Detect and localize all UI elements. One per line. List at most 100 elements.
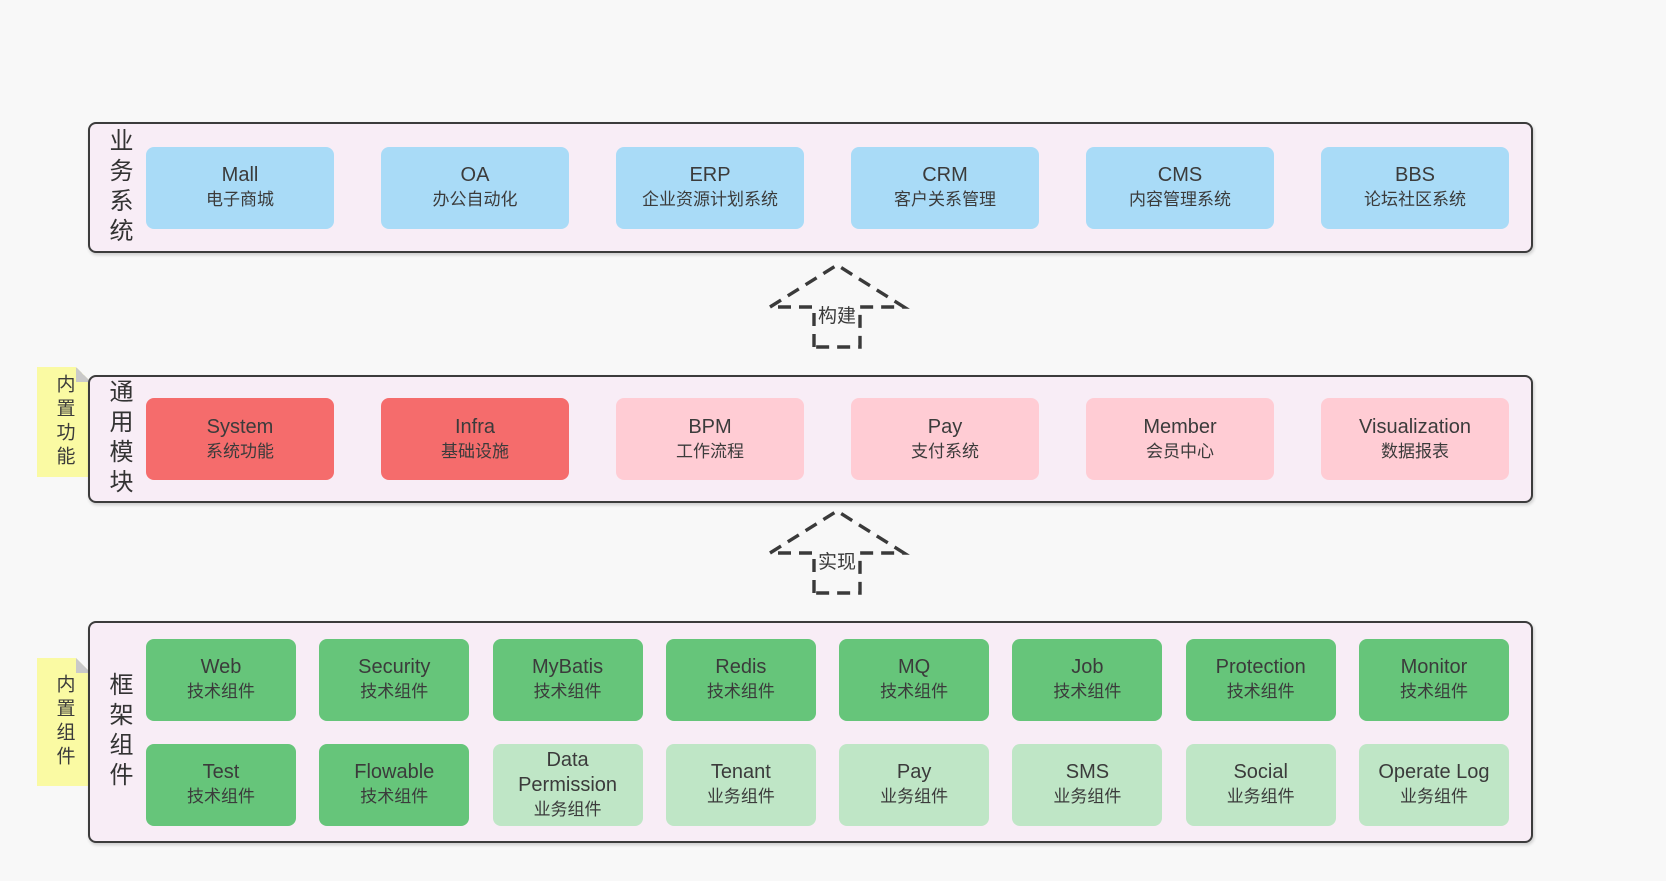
box-subtitle: 技术组件 (1226, 682, 1295, 701)
arrow-build: 构建 (752, 257, 922, 349)
box-title: Pay (896, 761, 932, 783)
box-subtitle: 办公自动化 (432, 190, 518, 209)
box-title: ERP (689, 164, 731, 186)
box-bpm: BPM 工作流程 (616, 398, 804, 480)
box-subtitle: 技术组件 (360, 682, 429, 701)
box-title: MQ (898, 656, 931, 678)
box-title: Data Permission (518, 748, 618, 796)
box-subtitle: 技术组件 (533, 682, 602, 701)
sticky-note-builtin-features: 内置功能 (37, 367, 91, 477)
components-rows: Web 技术组件 Security 技术组件 MyBatis 技术组件 Redi… (146, 638, 1531, 826)
box-title: Social (1233, 761, 1288, 783)
sticky-note-builtin-components: 内置组件 (37, 658, 91, 786)
box-title: Security (358, 656, 431, 678)
box-erp: ERP 企业资源计划系统 (616, 146, 804, 229)
arrow-implement-label: 实现 (815, 547, 859, 574)
box-title: Redis (715, 656, 767, 678)
box-title: Visualization (1359, 415, 1471, 438)
box-sms: SMS 业务组件 (1012, 743, 1163, 826)
box-title: SMS (1065, 761, 1110, 783)
box-subtitle: 技术组件 (360, 787, 429, 806)
box-tenant: Tenant 业务组件 (665, 743, 816, 826)
box-title: Operate Log (1378, 761, 1490, 783)
business-box-row: Mall 电子商城 OA 办公自动化 ERP 企业资源计划系统 CRM 客户关系… (146, 146, 1531, 229)
arrow-build-label: 构建 (815, 301, 859, 328)
components-box-row-1: Web 技术组件 Security 技术组件 MyBatis 技术组件 Redi… (146, 638, 1509, 721)
box-subtitle: 业务组件 (1226, 787, 1295, 806)
box-subtitle: 技术组件 (187, 787, 255, 806)
box-title: OA (460, 164, 490, 186)
layer-framework-components: 框架组件 Web 技术组件 Security 技术组件 MyBatis 技术组件… (88, 621, 1533, 843)
box-cms: CMS 内容管理系统 (1086, 146, 1274, 229)
box-member: Member 会员中心 (1086, 398, 1274, 480)
box-title: Pay (927, 415, 963, 438)
layer-label: 业务系统 (105, 127, 132, 248)
box-title: Web (200, 656, 242, 678)
box-social: Social 业务组件 (1185, 743, 1336, 826)
box-subtitle: 企业资源计划系统 (642, 190, 778, 209)
box-title: Member (1143, 415, 1217, 438)
box-title: MyBatis (532, 656, 604, 678)
box-title: CRM (922, 164, 968, 186)
box-title: BPM (688, 415, 732, 438)
box-subtitle: 业务组件 (533, 799, 602, 819)
box-protection: Protection 技术组件 (1185, 638, 1336, 721)
box-pay-component: Pay 业务组件 (839, 743, 990, 826)
box-visualization: Visualization 数据报表 (1321, 398, 1509, 480)
dashed-up-arrow-icon (764, 508, 910, 595)
arrow-implement: 实现 (752, 503, 922, 595)
layer-label: 通用模块 (105, 379, 132, 499)
box-subtitle: 业务组件 (1053, 787, 1122, 806)
box-operate-log: Operate Log 业务组件 (1358, 743, 1509, 826)
box-subtitle: 内容管理系统 (1129, 190, 1231, 209)
box-security: Security 技术组件 (319, 638, 470, 721)
box-subtitle: 业务组件 (1399, 787, 1468, 806)
dashed-up-arrow-icon (764, 262, 910, 349)
box-subtitle: 技术组件 (1399, 682, 1468, 701)
sticky-note-label: 内置功能 (53, 374, 75, 470)
box-title: BBS (1394, 164, 1436, 186)
components-box-row-2: Test 技术组件 Flowable 技术组件 Data Permission … (146, 743, 1509, 826)
box-data-permission: Data Permission 业务组件 (492, 743, 643, 826)
box-mybatis: MyBatis 技术组件 (492, 638, 643, 721)
box-title: Monitor (1400, 656, 1468, 678)
box-title: Mall (221, 164, 259, 186)
box-mq: MQ 技术组件 (839, 638, 990, 721)
box-title: Job (1071, 656, 1104, 678)
box-subtitle: 业务组件 (706, 787, 775, 806)
box-title: CMS (1157, 164, 1203, 186)
box-subtitle: 客户关系管理 (894, 190, 996, 209)
box-subtitle: 基础设施 (441, 441, 509, 461)
sticky-note-label: 内置组件 (53, 674, 75, 770)
box-title: Test (202, 761, 240, 783)
layer-label: 框架组件 (105, 672, 132, 792)
box-flowable: Flowable 技术组件 (319, 743, 470, 826)
box-monitor: Monitor 技术组件 (1358, 638, 1509, 721)
box-title: Infra (454, 415, 496, 438)
box-title: Flowable (354, 761, 435, 783)
box-title: System (206, 415, 274, 438)
box-subtitle: 业务组件 (880, 787, 949, 806)
box-web: Web 技术组件 (146, 638, 296, 721)
box-title: Tenant (710, 761, 771, 783)
box-subtitle: 技术组件 (187, 682, 255, 701)
box-redis: Redis 技术组件 (665, 638, 816, 721)
box-subtitle: 系统功能 (206, 441, 274, 461)
box-subtitle: 会员中心 (1146, 441, 1214, 461)
box-job: Job 技术组件 (1012, 638, 1163, 721)
box-subtitle: 技术组件 (880, 682, 949, 701)
layer-business-systems: 业务系统 Mall 电子商城 OA 办公自动化 ERP 企业资源计划系统 CRM… (88, 122, 1533, 253)
box-subtitle: 电子商城 (206, 190, 274, 209)
box-system: System 系统功能 (146, 398, 334, 480)
box-subtitle: 支付系统 (911, 441, 979, 461)
box-subtitle: 技术组件 (1053, 682, 1122, 701)
box-bbs: BBS 论坛社区系统 (1321, 146, 1509, 229)
box-subtitle: 工作流程 (676, 441, 744, 461)
box-oa: OA 办公自动化 (381, 146, 569, 229)
layer-common-modules: 通用模块 System 系统功能 Infra 基础设施 BPM 工作流程 Pay… (88, 375, 1533, 503)
box-mall: Mall 电子商城 (146, 146, 334, 229)
box-title: Protection (1215, 656, 1306, 678)
box-subtitle: 技术组件 (706, 682, 775, 701)
box-subtitle: 数据报表 (1381, 441, 1449, 461)
